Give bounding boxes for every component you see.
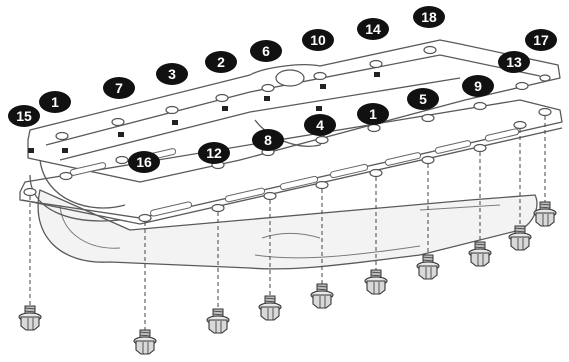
svg-text:14: 14 [365,21,381,37]
svg-text:9: 9 [474,78,482,94]
svg-text:1: 1 [51,94,59,110]
svg-text:7: 7 [115,80,123,96]
callout-4: 4 [304,114,336,136]
svg-text:5: 5 [419,91,427,107]
callout-2: 2 [205,51,237,73]
svg-text:10: 10 [310,32,326,48]
gasket-markers [28,72,380,153]
bolt [18,305,42,331]
bolts [18,201,557,355]
bolt [416,254,440,280]
svg-text:8: 8 [264,132,272,148]
bolt [310,283,334,309]
svg-text:18: 18 [421,9,437,25]
callout-6: 6 [250,40,282,62]
bolt [508,225,532,251]
lower-flange [19,99,563,225]
callout-10: 10 [302,29,334,51]
oil-pan-body [37,189,538,270]
callout-12: 12 [198,142,230,164]
svg-text:13: 13 [506,54,522,70]
bolt [206,308,230,334]
callout-18: 18 [413,6,445,28]
callout-7: 7 [103,77,135,99]
svg-text:6: 6 [262,43,270,59]
bolt [468,241,492,267]
svg-text:17: 17 [533,32,549,48]
svg-text:16: 16 [136,154,152,170]
svg-text:3: 3 [168,66,176,82]
upper-holes [55,45,551,181]
bolt [258,295,282,321]
upper-rail [27,39,561,222]
callouts: 1 1 2 3 4 5 6 7 8 9 10 12 13 14 15 16 17… [8,6,557,173]
callout-17: 17 [525,29,557,51]
callout-13: 13 [498,51,530,73]
svg-text:4: 4 [316,117,324,133]
callout-16: 16 [128,151,160,173]
callout-1-right: 1 [357,103,389,125]
callout-5: 5 [407,88,439,110]
svg-text:1: 1 [369,106,377,122]
callout-1-left: 1 [39,91,71,113]
callout-8: 8 [252,129,284,151]
bolt [364,269,388,295]
svg-text:15: 15 [16,108,32,124]
callout-9: 9 [462,75,494,97]
svg-text:2: 2 [217,54,225,70]
alignment-lines [29,116,546,335]
svg-text:12: 12 [206,145,222,161]
bolt [533,201,557,227]
lower-holes [23,107,552,223]
callout-14: 14 [357,18,389,40]
callout-3: 3 [156,63,188,85]
callout-15: 15 [8,105,40,127]
bolt [133,329,157,355]
